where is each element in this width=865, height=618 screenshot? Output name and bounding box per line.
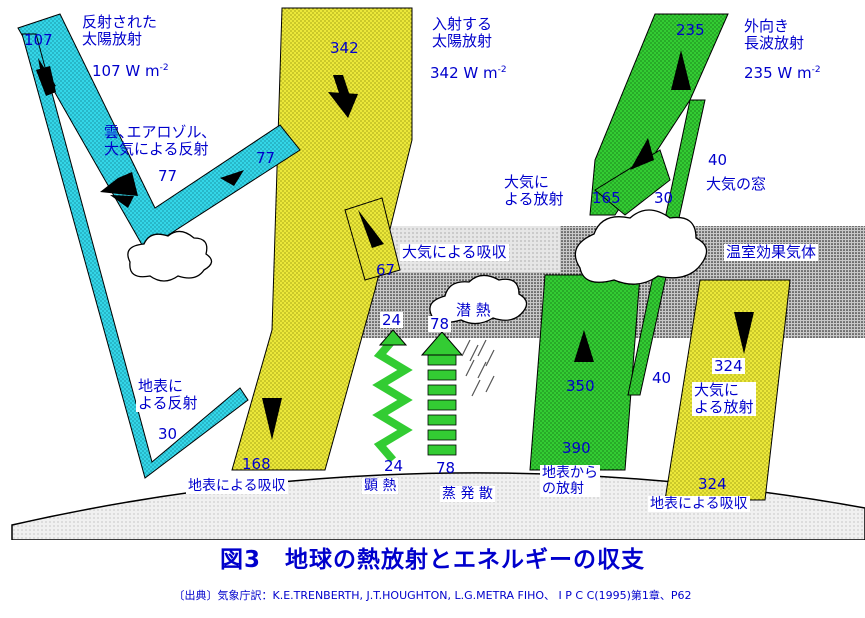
figure-caption-source: 〔出典〕気象庁訳：K.E.TRENBERTH, J.T.HOUGHTON, L.… bbox=[173, 589, 692, 602]
incoming-solar-value: 342 W m-2 bbox=[430, 64, 507, 82]
atmos-emission-label: 大気に よる放射 bbox=[504, 173, 564, 208]
value-latent-top: 78 bbox=[428, 315, 452, 333]
latent-heat-label: 潜 熱 bbox=[456, 301, 491, 319]
sensible-heat-label: 顕 熱 bbox=[362, 478, 399, 494]
incoming-solar-label: 入射する 太陽放射 bbox=[432, 15, 493, 50]
cloud-right-icon bbox=[574, 209, 708, 285]
atmos-absorption-label: 大気による吸収 bbox=[400, 243, 509, 261]
cloud-center-icon bbox=[429, 274, 528, 325]
incoming-solar-beam bbox=[231, 7, 413, 471]
evapotranspiration-label: 蒸 発 散 bbox=[440, 486, 495, 502]
energy-balance-diagram bbox=[11, 7, 865, 540]
surface-reflection-value: 30 bbox=[158, 425, 178, 443]
value-reflected-top: 107 bbox=[24, 31, 53, 49]
value-sensible-top: 24 bbox=[380, 311, 404, 329]
surface-reflection-label: 地表に よる反射 bbox=[136, 377, 200, 412]
outgoing-longwave-label: 外向き 長波放射 bbox=[744, 17, 805, 52]
value-surface-emit: 350 bbox=[566, 377, 595, 395]
greenhouse-gas-label: 温室効果気体 bbox=[724, 243, 819, 261]
value-window: 30 bbox=[654, 189, 674, 207]
value-window-side: 40 bbox=[708, 151, 728, 169]
surface-emission-label: 地表から の放射 bbox=[540, 465, 600, 497]
back-radiation-label: 大気に よる放射 bbox=[692, 381, 756, 416]
atmos-window-label: 大気の窓 bbox=[706, 175, 767, 193]
cloud-reflection-label: 雲､エアロゾル､ 大気による反射 bbox=[104, 123, 210, 158]
rain-icon bbox=[461, 339, 495, 397]
value-surface-up: 390 bbox=[562, 439, 591, 457]
value-outgoing-top: 235 bbox=[676, 21, 705, 39]
value-cloud-reflect: 77 bbox=[256, 149, 276, 167]
latent-heat-arrow bbox=[420, 331, 464, 456]
reflected-solar-value: 107 W m-2 bbox=[92, 62, 169, 80]
reflected-solar-label: 反射された 太陽放射 bbox=[82, 13, 158, 48]
value-back-rad-top: 324 bbox=[712, 357, 745, 375]
outgoing-longwave-value: 235 W m-2 bbox=[744, 64, 821, 82]
value-atmos-absorb: 67 bbox=[376, 261, 396, 279]
value-atmos-emit: 165 bbox=[592, 189, 621, 207]
value-sensible-bottom: 24 bbox=[384, 457, 404, 475]
value-back-rad-bottom: 324 bbox=[698, 475, 727, 493]
value-surface-absorb: 168 bbox=[242, 455, 271, 473]
sensible-heat-arrow bbox=[372, 337, 413, 463]
figure-caption-title: 図3 地球の熱放射とエネルギーの収支 bbox=[219, 547, 645, 573]
value-latent-bottom: 78 bbox=[436, 459, 456, 477]
outgoing-longwave-beam bbox=[589, 13, 729, 216]
surface-absorption-left-label: 地表による吸収 bbox=[186, 478, 288, 494]
value-window-low: 40 bbox=[652, 369, 672, 387]
sensible-heat-arrowhead bbox=[378, 329, 408, 346]
cloud-left-icon bbox=[127, 230, 213, 282]
direction-arrows bbox=[36, 50, 754, 440]
value-incoming-top: 342 bbox=[330, 39, 359, 57]
surface-absorption-right-label: 地表による吸収 bbox=[648, 496, 750, 512]
cloud-reflection-value: 77 bbox=[158, 167, 178, 185]
